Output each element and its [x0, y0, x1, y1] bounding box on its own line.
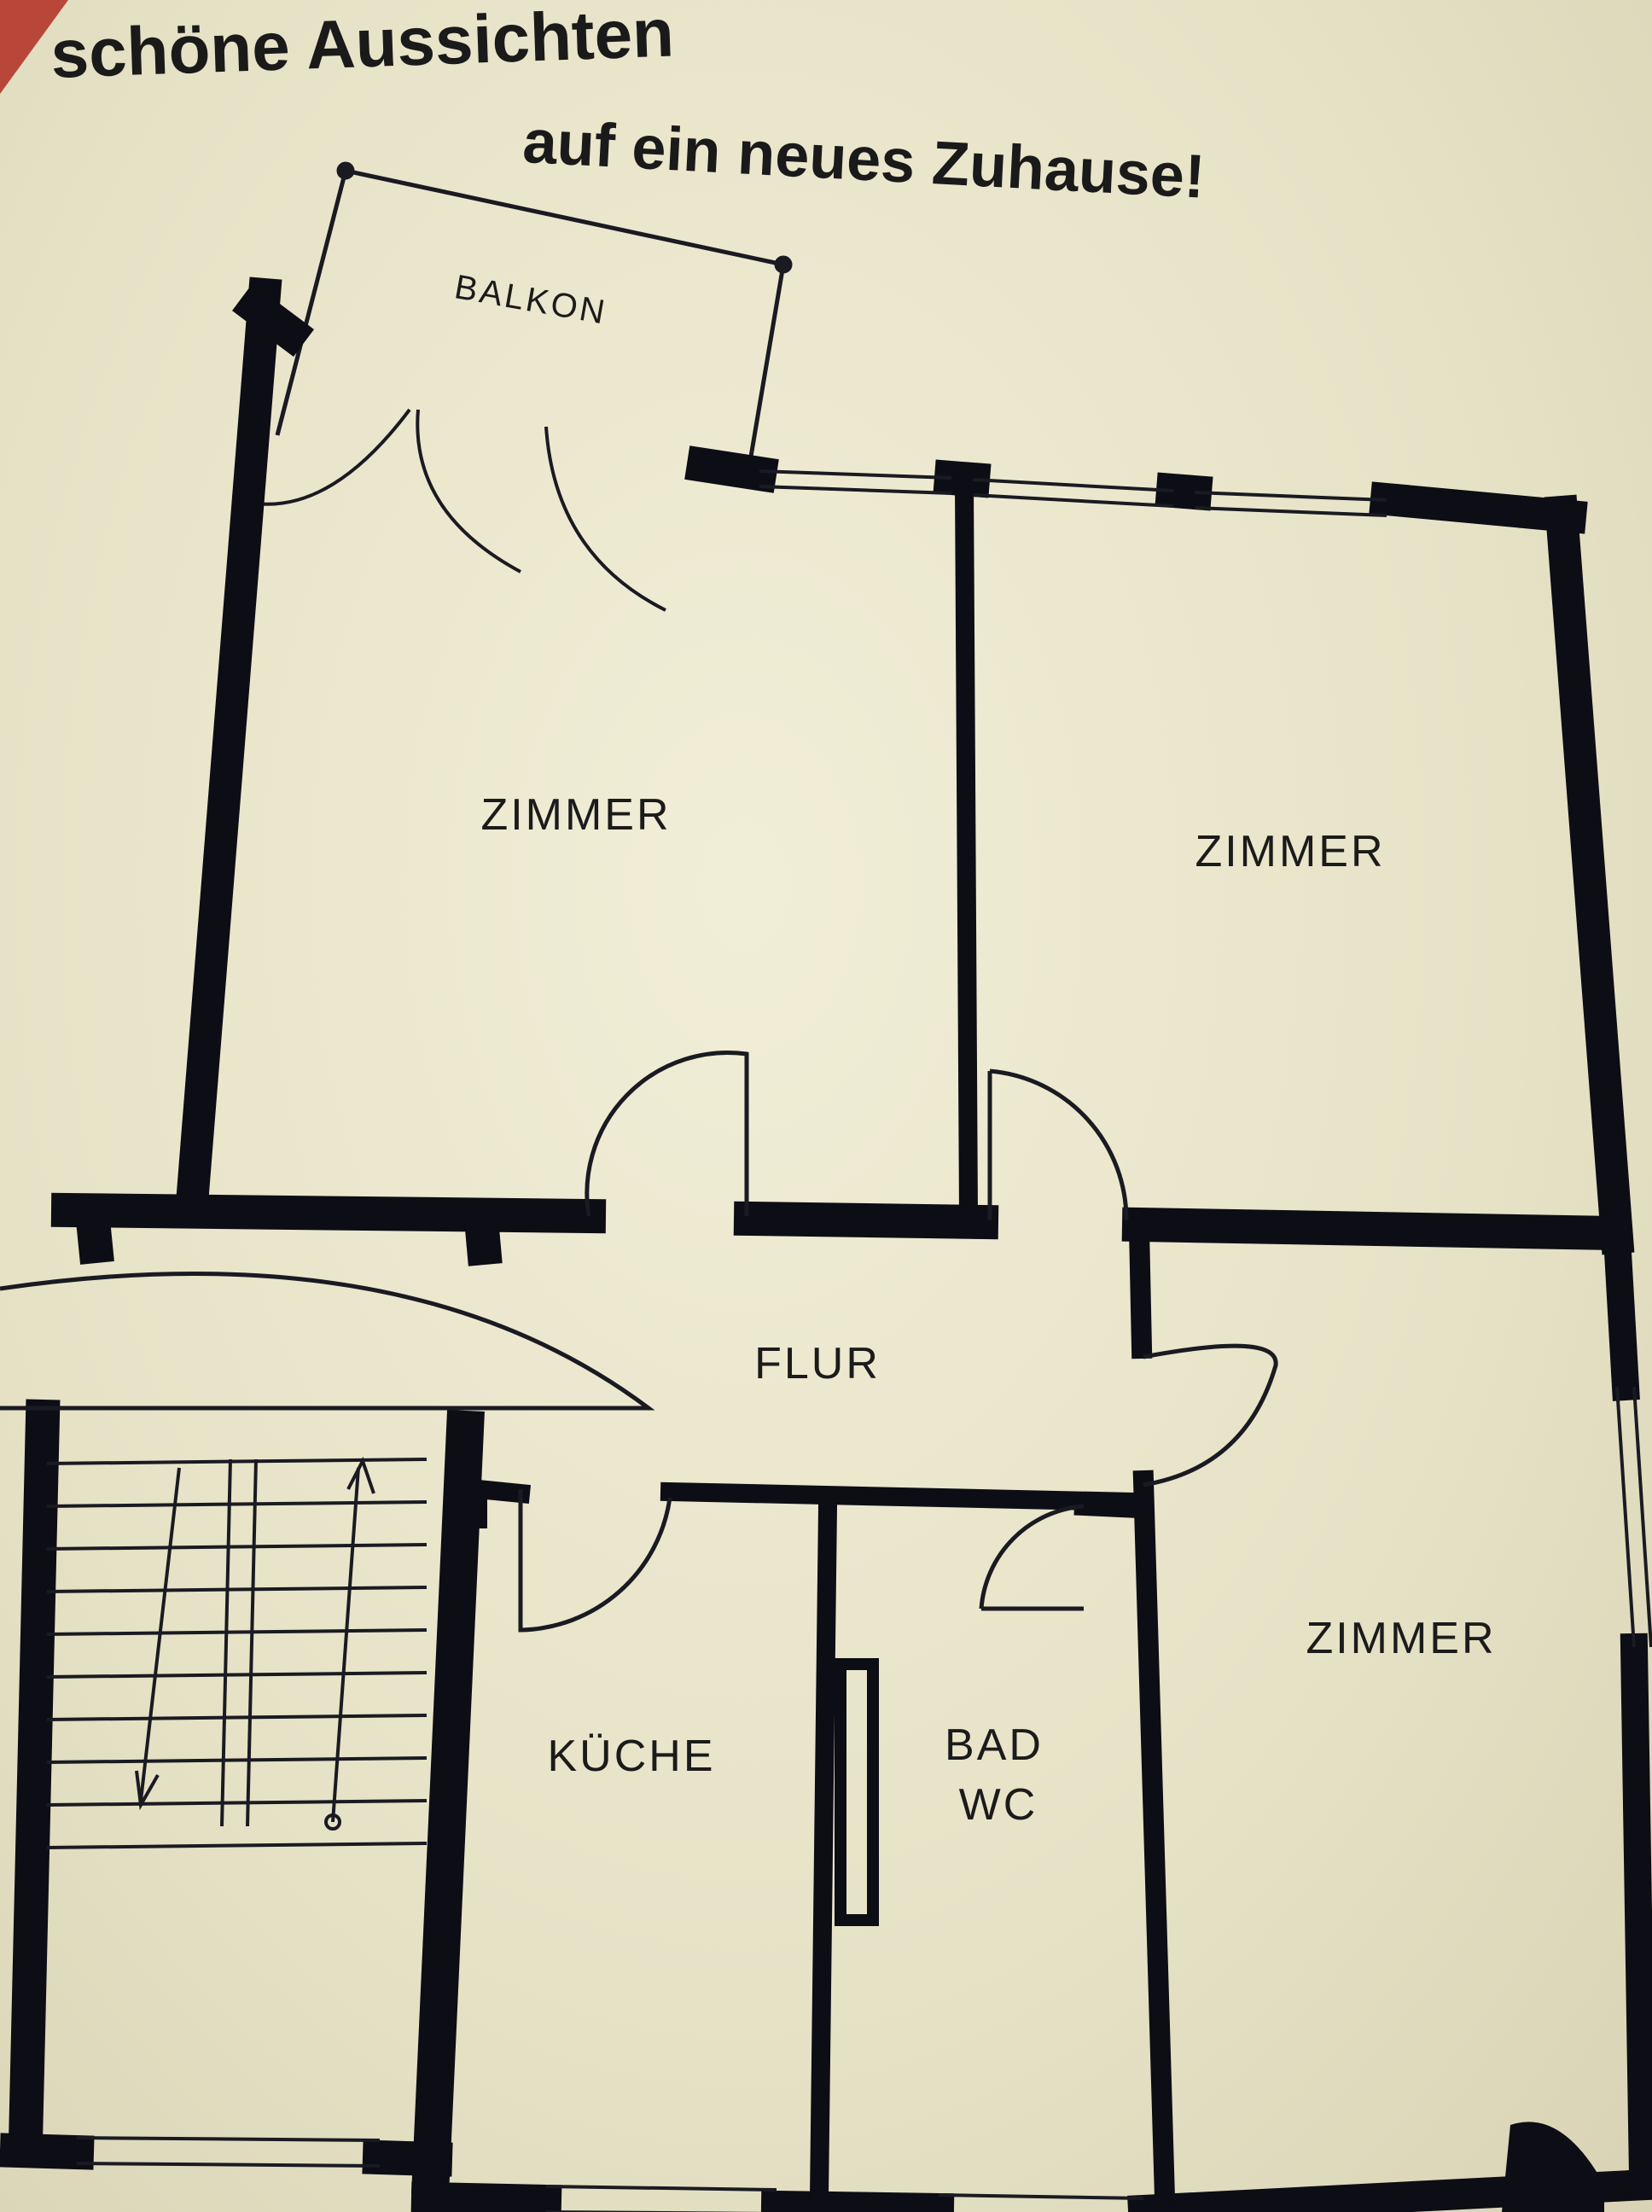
thick-walls — [0, 276, 1652, 2212]
room-label-zimmer-1: ZIMMER — [480, 790, 672, 840]
room-label-kueche: KÜCHE — [547, 1732, 716, 1781]
corner-blob — [1502, 2122, 1604, 2212]
bath-shaft — [835, 1658, 879, 1926]
balcony-door-arcs — [255, 408, 666, 612]
red-corner — [0, 0, 68, 94]
door-arcs — [0, 1051, 1278, 1633]
room-label-bad: BAD — [945, 1720, 1044, 1770]
staircase — [46, 1456, 428, 1849]
room-label-zimmer-3: ZIMMER — [1306, 1614, 1497, 1663]
room-label-flur: FLUR — [754, 1339, 881, 1388]
windows — [76, 469, 1652, 2212]
room-label-wc: WC — [958, 1780, 1038, 1830]
room-label-zimmer-2: ZIMMER — [1195, 827, 1386, 876]
balcony-outline — [275, 161, 793, 457]
